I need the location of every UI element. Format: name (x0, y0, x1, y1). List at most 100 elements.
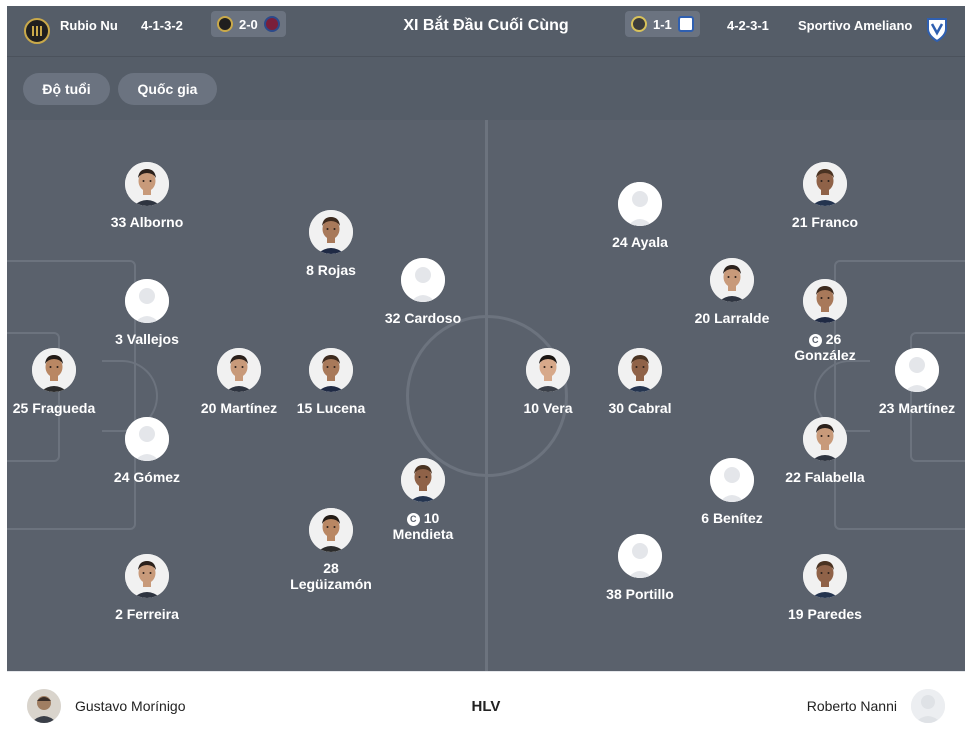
away-coach-name: Roberto Nanni (806, 698, 897, 714)
home-player[interactable]: 3 Vallejos (82, 279, 212, 347)
home-player-avatar (125, 417, 169, 461)
away-goal-area (910, 332, 965, 462)
away-player-label: 10 Vera (523, 400, 573, 416)
lineup-widget: Rubio Nu 4-1-3-2 2-0 XI Bắt Đầu Cuối Cùn… (7, 6, 965, 740)
home-player-name: 15 Lucena (266, 400, 396, 416)
away-last-match-badge[interactable]: 1-1 (625, 11, 700, 37)
away-player[interactable]: 38 Portillo (575, 534, 705, 602)
center-circle (406, 315, 568, 477)
away-team-name[interactable]: Sportivo Ameliano (798, 18, 913, 33)
home-player[interactable]: 8 Rojas (266, 210, 396, 278)
away-player-label: 26 (825, 331, 842, 347)
away-player-name: 6 Benítez (667, 510, 797, 526)
home-player-label: 8 Rojas (306, 262, 356, 278)
away-player[interactable]: 24 Ayala (575, 182, 705, 250)
home-player[interactable]: 2 Ferreira (82, 554, 212, 622)
home-player-avatar (309, 348, 353, 392)
filter-country-button[interactable]: Quốc gia (118, 73, 217, 105)
home-team-logo-icon[interactable] (24, 18, 50, 44)
home-player[interactable]: 25 Fragueda (7, 348, 119, 416)
away-player-label: 30 Cabral (608, 400, 672, 416)
home-player-avatar (401, 258, 445, 302)
home-player-surname: Mendieta (392, 526, 454, 542)
away-player-avatar (803, 162, 847, 206)
home-player[interactable]: 33 Alborno (82, 162, 212, 230)
away-player[interactable]: 10 Vera (483, 348, 613, 416)
away-player[interactable]: 19 Paredes (760, 554, 890, 622)
away-player-avatar (618, 534, 662, 578)
home-player-avatar (217, 348, 261, 392)
home-player[interactable]: 24 Gómez (82, 417, 212, 485)
home-coach-avatar (27, 689, 61, 723)
home-last-match-badge[interactable]: 2-0 (211, 11, 286, 37)
away-player-label: 22 Falabella (785, 469, 865, 485)
home-player-avatar (401, 458, 445, 502)
home-player[interactable]: 15 Lucena (266, 348, 396, 416)
opponent-mini-logo-icon (631, 16, 647, 32)
home-player-label: 15 Lucena (296, 400, 366, 416)
home-player-label: 24 Gómez (113, 469, 181, 485)
captain-icon: C (808, 333, 822, 347)
away-player-label: 19 Paredes (788, 606, 862, 622)
home-player-avatar (125, 554, 169, 598)
home-player-name: 32 Cardoso (358, 310, 488, 326)
home-player-label: 33 Alborno (110, 214, 184, 230)
home-player-avatar (125, 279, 169, 323)
away-player-name: 10 Vera (483, 400, 613, 416)
lineup-title: XI Bắt Đầu Cuối Cùng (403, 17, 569, 34)
away-player-avatar (526, 348, 570, 392)
away-player-avatar (895, 348, 939, 392)
home-coach[interactable]: Gustavo Morínigo (27, 689, 186, 723)
away-player-label: 21 Franco (791, 214, 859, 230)
away-coach[interactable]: Roberto Nanni (807, 689, 945, 723)
home-player[interactable]: 20 Martínez (174, 348, 304, 416)
home-player-label: 20 Martínez (200, 400, 278, 416)
home-goal-area (7, 332, 60, 462)
away-mini-logo-icon (677, 16, 694, 32)
away-player-label: 6 Benítez (701, 510, 763, 526)
coach-bar: Gustavo Morínigo HLV Roberto Nanni (7, 671, 965, 740)
captain-icon: C (406, 512, 420, 526)
away-player-avatar (710, 258, 754, 302)
home-player-name: 33 Alborno (82, 214, 212, 230)
away-player[interactable]: 6 Benítez (667, 458, 797, 526)
away-player-name: 22 Falabella (760, 469, 890, 485)
away-formation: 4-2-3-1 (727, 18, 769, 33)
home-player-name: 24 Gómez (82, 469, 212, 485)
home-player-name: 3 Vallejos (82, 331, 212, 347)
home-player-label: 3 Vallejos (115, 331, 179, 347)
home-player[interactable]: 32 Cardoso (358, 258, 488, 326)
home-team-name[interactable]: Rubio Nu (60, 18, 118, 33)
away-player-avatar (803, 554, 847, 598)
home-last-result: 2-0 (239, 16, 258, 32)
home-player-label: 32 Cardoso (384, 310, 462, 326)
away-player-name: 23 Martínez (852, 400, 965, 416)
away-player-label: 23 Martínez (878, 400, 956, 416)
home-player-name: 8 Rojas (266, 262, 396, 278)
filter-bar: Độ tuổi Quốc gia (7, 56, 965, 120)
home-player-avatar (125, 162, 169, 206)
away-player[interactable]: 21 Franco (760, 162, 890, 230)
away-player-name: 19 Paredes (760, 606, 890, 622)
away-player[interactable]: 20 Larralde (667, 258, 797, 326)
home-player-name: 20 Martínez (174, 400, 304, 416)
home-formation: 4-1-3-2 (141, 18, 183, 33)
away-player-avatar (803, 279, 847, 323)
home-coach-name: Gustavo Morínigo (75, 698, 186, 714)
opponent-mini-logo-icon (263, 16, 280, 32)
away-player[interactable]: 23 Martínez (852, 348, 965, 416)
away-player[interactable]: 30 Cabral (575, 348, 705, 416)
home-player-label: 10 (423, 510, 440, 526)
away-player[interactable]: 22 Falabella (760, 417, 890, 485)
filter-age-button[interactable]: Độ tuổi (23, 73, 110, 105)
away-player-avatar (618, 348, 662, 392)
home-player-avatar (309, 210, 353, 254)
away-team-logo-icon[interactable] (924, 17, 950, 43)
